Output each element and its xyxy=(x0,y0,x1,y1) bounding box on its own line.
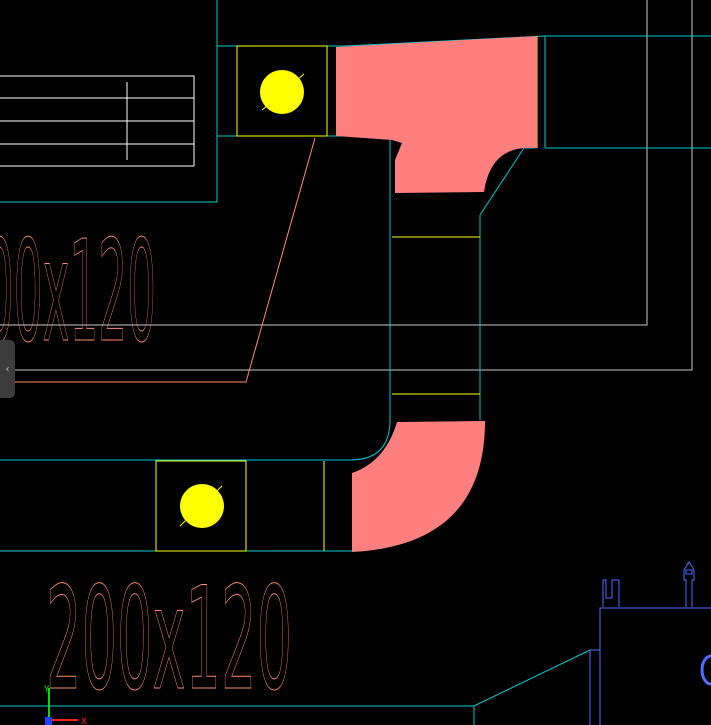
duct-size-label-bottom: 200x120 xyxy=(46,557,292,722)
ucs-y-label: Y xyxy=(43,685,50,695)
ucs-x-label: X xyxy=(81,717,87,725)
equipment-unit xyxy=(589,561,711,725)
elbow-fitting-bottom xyxy=(352,421,485,552)
elbow-fitting-top xyxy=(336,36,537,193)
base-outline xyxy=(0,649,591,725)
frame-lines xyxy=(0,0,693,371)
chevron-left-icon: ‹ xyxy=(5,363,10,375)
leader-line xyxy=(0,137,316,383)
duct-joints xyxy=(155,36,538,552)
side-panel-toggle[interactable]: ‹ xyxy=(0,340,15,398)
ucs-axis-icon: Y X xyxy=(43,685,87,725)
duct-size-label-top: 200x120 xyxy=(0,211,156,374)
damper-symbol-top xyxy=(260,70,305,114)
title-block-table xyxy=(0,0,218,203)
damper-symbol-bottom xyxy=(179,484,224,528)
